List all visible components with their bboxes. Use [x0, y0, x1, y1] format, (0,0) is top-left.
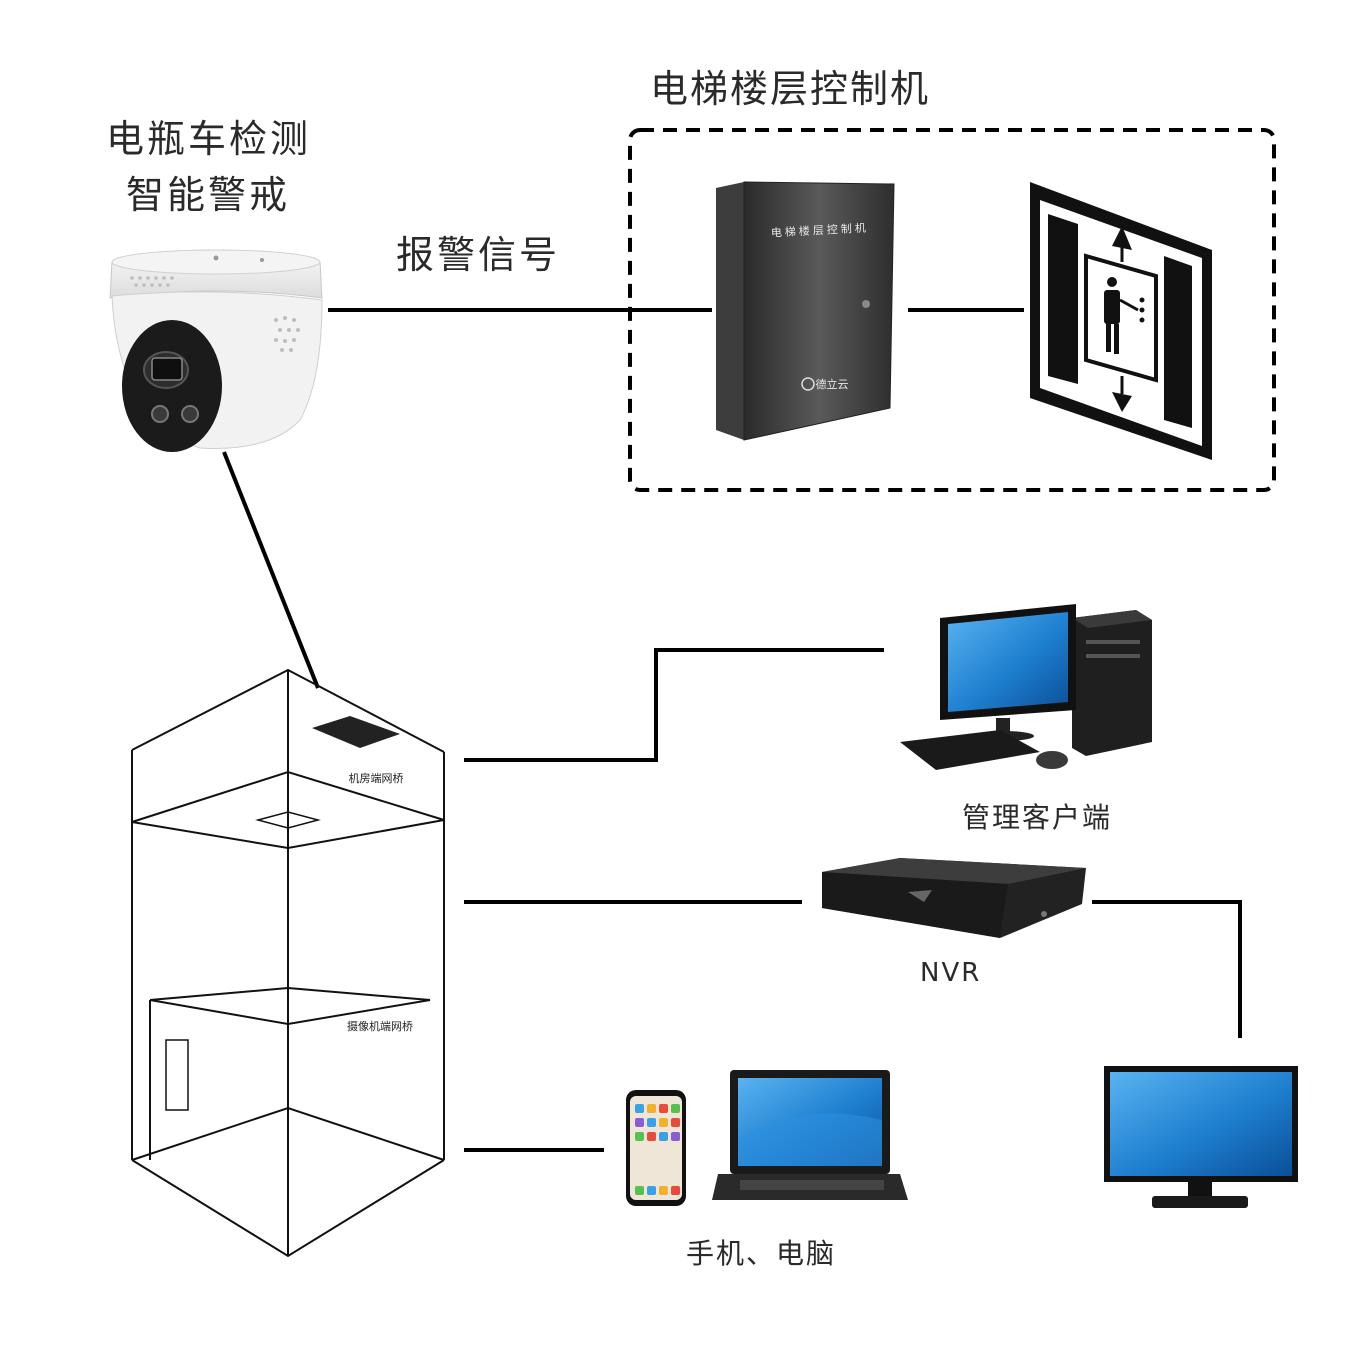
controller-box-text: 电梯楼层控制机: [770, 220, 869, 239]
elevator-shaft-icon: [131, 668, 445, 1258]
laptop-icon: [712, 1070, 908, 1200]
controller-group-title: 电梯楼层控制机: [650, 67, 931, 111]
nvr-recorder-icon: [822, 858, 1086, 938]
nvr-to-monitor-line: [1092, 900, 1242, 1038]
elevator-sign-icon: [1030, 182, 1212, 460]
camera-to-shaft-line: [222, 451, 320, 689]
desktop-computer-icon: [900, 604, 1152, 770]
smartphone-icon: [626, 1090, 686, 1206]
dome-camera-icon: [109, 249, 323, 452]
alarm-signal-label: 报警信号: [396, 233, 561, 277]
nvr-label: NVR: [920, 958, 982, 988]
shaft-to-client-line: [464, 648, 884, 762]
camera-bridge-label: 摄像机端网桥: [347, 1019, 413, 1033]
controller-brand-text: 德立云: [816, 377, 849, 391]
mobile-pc-label: 手机、电脑: [686, 1237, 837, 1270]
machine-room-bridge-label: 机房端网桥: [349, 771, 404, 785]
controller-group-frame: [628, 128, 1276, 492]
management-client-label: 管理客户端: [962, 801, 1113, 834]
camera-title-line2: 智能警戒: [126, 173, 291, 217]
monitor-icon: [1104, 1066, 1298, 1208]
camera-title-line1: 电瓶车检测: [106, 117, 312, 161]
connection-lines: [222, 308, 1242, 1152]
bridge-device-icon: [312, 716, 400, 748]
control-box-icon: [716, 181, 895, 441]
